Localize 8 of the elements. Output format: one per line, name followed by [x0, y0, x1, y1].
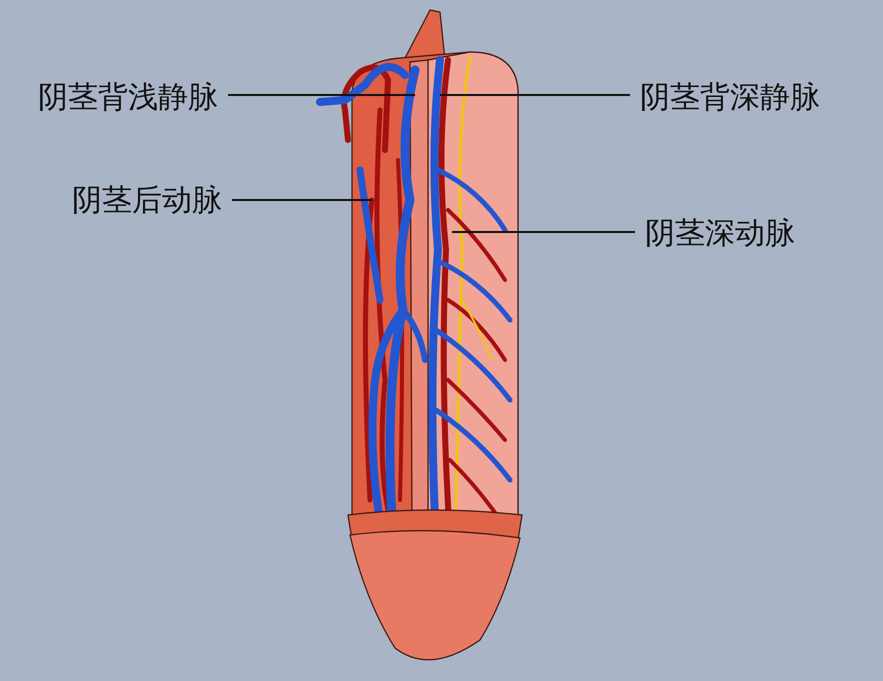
- vessel-label: 阴茎深动脉: [645, 216, 795, 252]
- leader-line: [232, 199, 372, 201]
- vessel-label: 阴茎后动脉: [72, 183, 222, 219]
- leader-line: [440, 94, 630, 96]
- vessel-label: 阴茎背深静脉: [640, 80, 820, 116]
- leader-line: [228, 94, 415, 96]
- vessel-label: 阴茎背浅静脉: [38, 80, 218, 116]
- leader-line: [452, 231, 635, 233]
